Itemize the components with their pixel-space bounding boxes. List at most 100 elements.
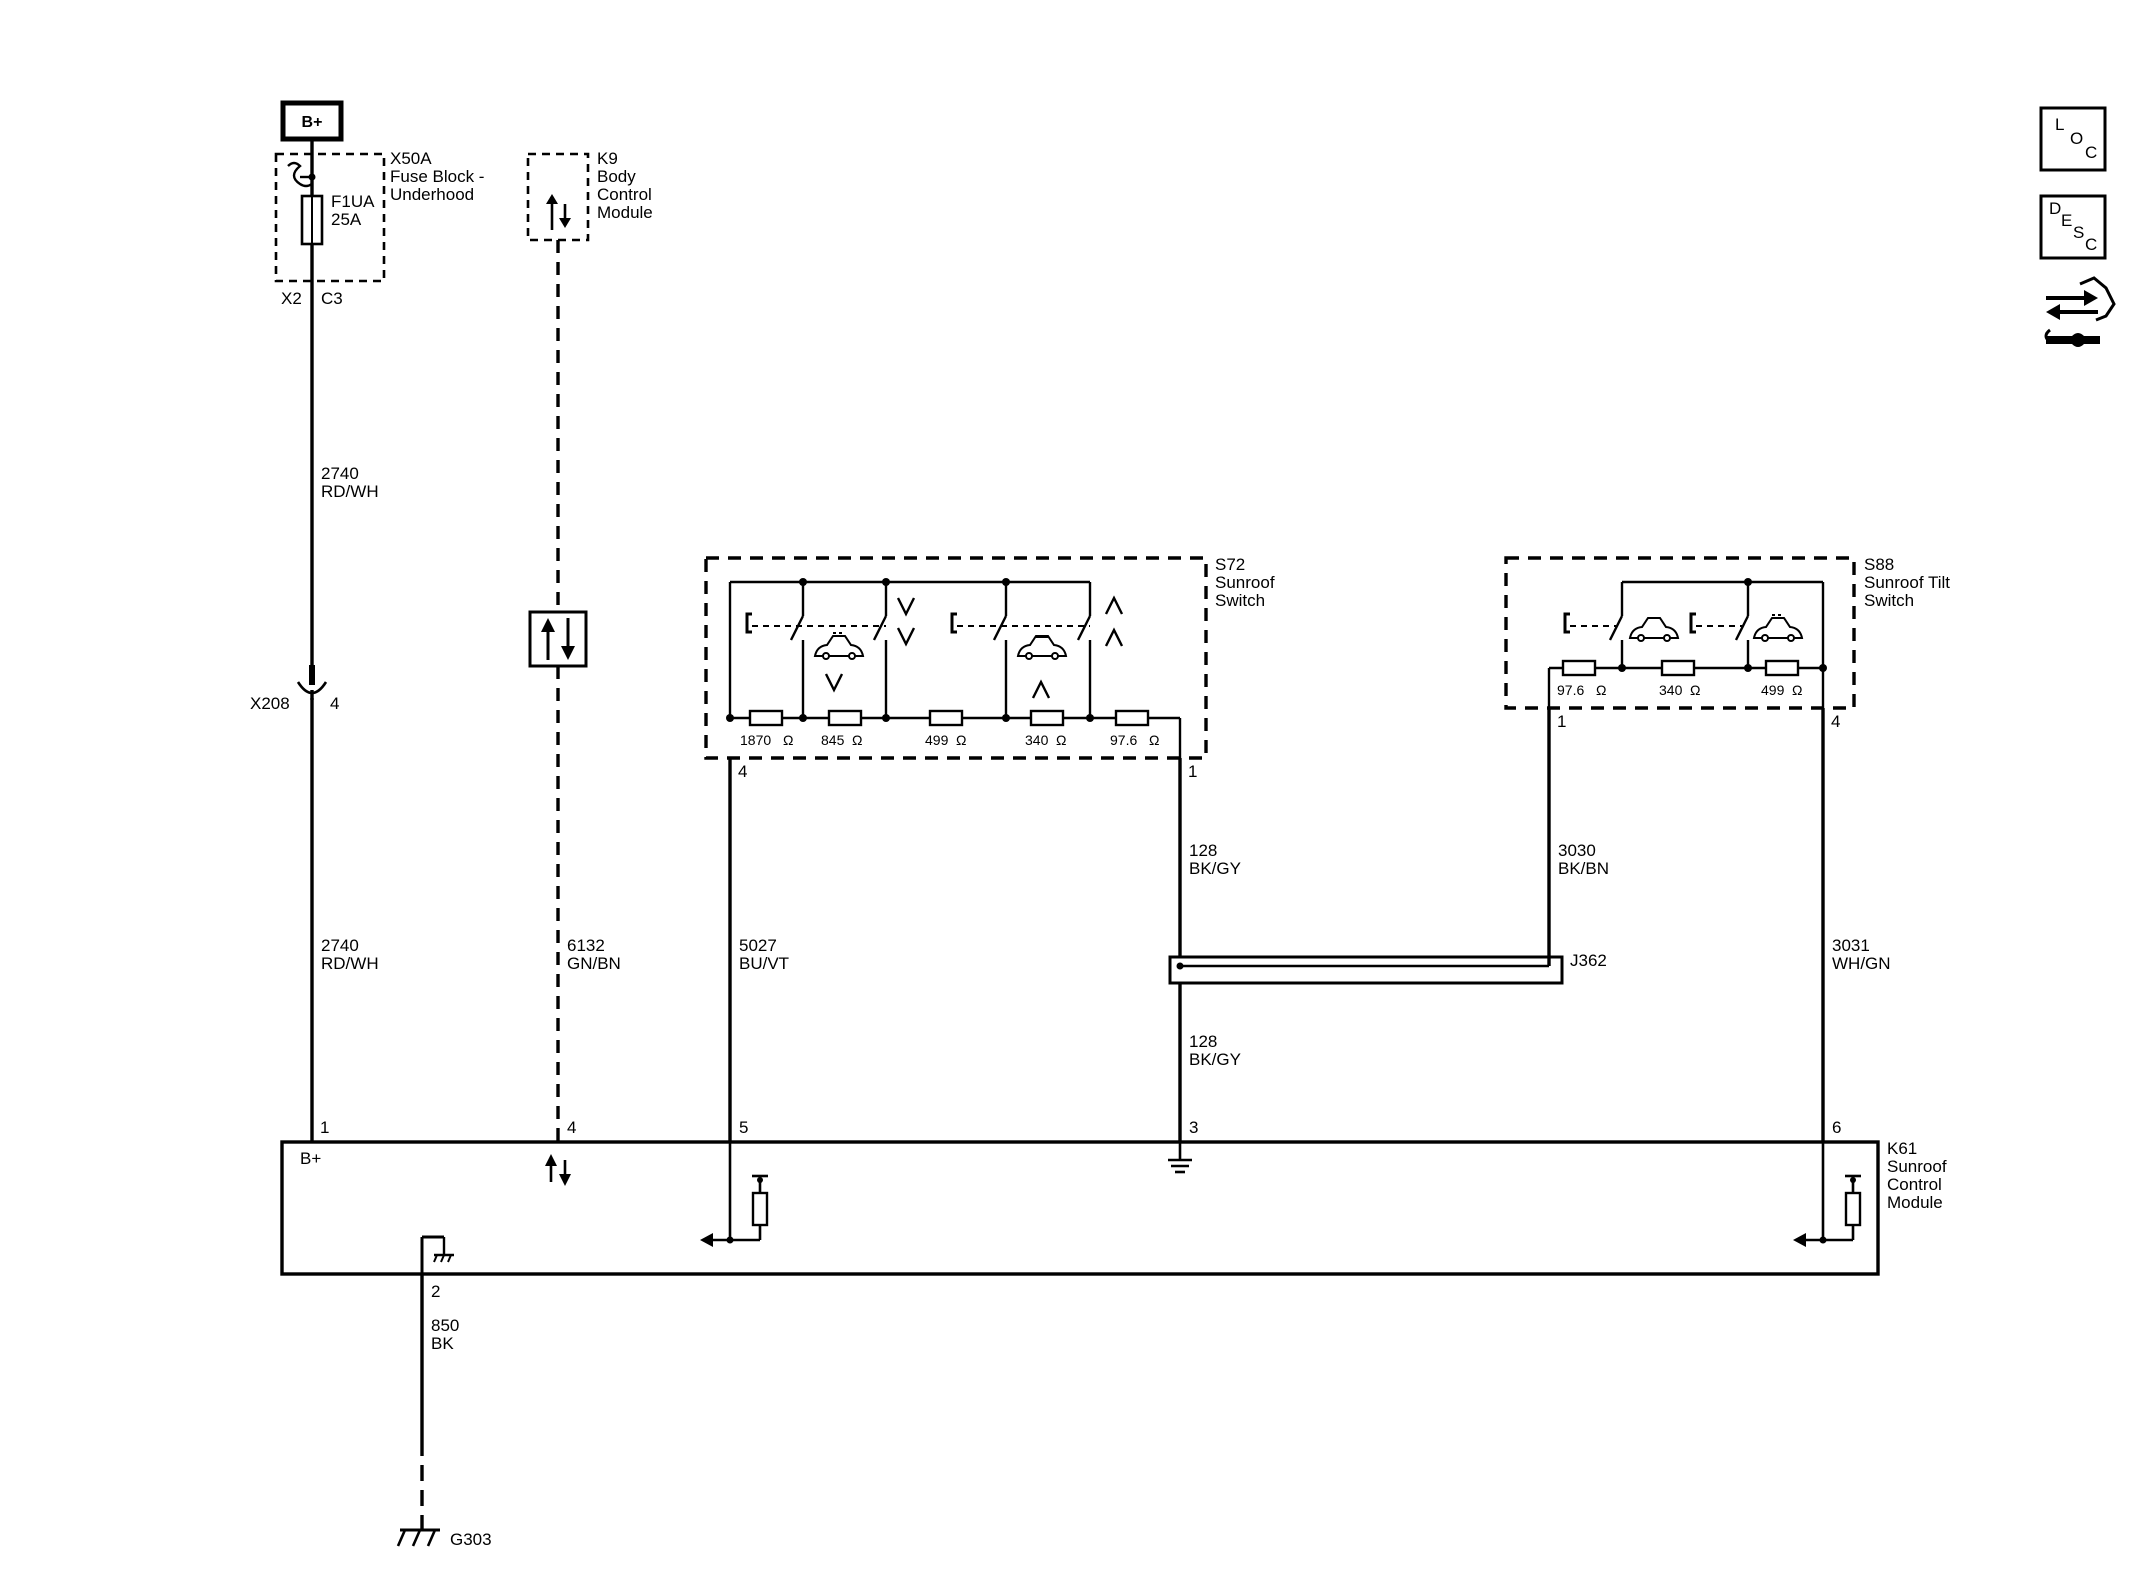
s88-r1-ohm: Ω xyxy=(1596,682,1606,698)
resistor xyxy=(1114,709,1150,727)
loc-letter-1: L xyxy=(2055,115,2064,134)
fuse-ref: F1UA xyxy=(331,192,375,211)
car-icon xyxy=(1016,635,1068,660)
location-icon[interactable]: L O C xyxy=(2039,106,2107,172)
wire-6132-color: GN/BN xyxy=(567,954,621,973)
wire-3030[interactable]: 3030 BK/BN xyxy=(1547,708,1609,966)
connector-repair-icon[interactable] xyxy=(2044,276,2116,347)
description-icon[interactable]: D E S C xyxy=(2039,194,2107,260)
resistor xyxy=(1029,709,1065,727)
s72-r5-value: 97.6 xyxy=(1110,732,1137,748)
wire-5027-circuit: 5027 xyxy=(739,936,777,955)
s72-r2-ohm: Ω xyxy=(852,732,862,748)
s72-name-2: Switch xyxy=(1215,591,1265,610)
wire-3031[interactable]: 3031 WH/GN xyxy=(1821,708,1891,1142)
desc-letter-2: E xyxy=(2061,211,2072,230)
serial-data-arrows-icon xyxy=(541,618,575,660)
wire-2740-lower[interactable]: 2740 RD/WH xyxy=(310,698,379,1142)
inline-connector-ref: X208 xyxy=(250,694,290,713)
s72-pin-right: 1 xyxy=(1188,762,1197,781)
wire-850[interactable]: 850 BK xyxy=(420,1274,459,1530)
bcm-name-2: Control xyxy=(597,185,652,204)
wire-2740-lower-color: RD/WH xyxy=(321,954,379,973)
s72-r2-value: 845 xyxy=(821,732,845,748)
fuse-block-x50a[interactable]: X50A Fuse Block - Underhood F1UA 25A X2 … xyxy=(274,141,484,308)
bcm-ref: K9 xyxy=(597,149,618,168)
s72-r3-ohm: Ω xyxy=(956,732,966,748)
wire-850-color: BK xyxy=(431,1334,454,1353)
resistor xyxy=(928,709,964,727)
inline-connector-x208[interactable]: X208 4 xyxy=(250,665,339,713)
resistor xyxy=(1660,659,1696,677)
wire-5027[interactable]: 5027 BU/VT xyxy=(728,758,789,1142)
wire-6132[interactable]: 6132 GN/BN xyxy=(528,240,621,1142)
fuse-block-ref: X50A xyxy=(390,149,432,168)
chassis-ground-icon xyxy=(396,1528,440,1547)
tilt-switch-s88[interactable]: S88 Sunroof Tilt Switch xyxy=(1504,555,1950,731)
s72-r1-value: 1870 xyxy=(740,732,771,748)
s88-r2-ohm: Ω xyxy=(1690,682,1700,698)
bidirectional-arrows-icon xyxy=(546,194,571,230)
loc-letter-2: O xyxy=(2070,129,2083,148)
s72-r1-ohm: Ω xyxy=(783,732,793,748)
s72-pin-left: 4 xyxy=(738,762,747,781)
chassis-ground-icon xyxy=(420,1235,454,1274)
sunroof-switch-s72[interactable]: S72 Sunroof Switch xyxy=(704,555,1275,781)
k61-name-1: Sunroof xyxy=(1887,1157,1947,1176)
desc-letter-1: D xyxy=(2049,199,2061,218)
s88-r3-value: 499 xyxy=(1761,682,1785,698)
wire-2740-lower-circuit: 2740 xyxy=(321,936,359,955)
wire-2740-upper[interactable]: 2740 RD/WH xyxy=(310,281,379,665)
k61-pin-6: 6 xyxy=(1832,1118,1841,1137)
fuse-block-name-2: Underhood xyxy=(390,185,474,204)
wire-128-upper-color: BK/GY xyxy=(1189,859,1241,878)
splice-j362[interactable]: J362 xyxy=(1168,951,1607,985)
wire-128-lower-color: BK/GY xyxy=(1189,1050,1241,1069)
s88-r3-ohm: Ω xyxy=(1792,682,1802,698)
k61-bplus-label: B+ xyxy=(300,1149,321,1168)
wire-3030-circuit: 3030 xyxy=(1558,841,1596,860)
loc-letter-3: C xyxy=(2085,143,2097,162)
wire-128-lower[interactable]: 128 BK/GY xyxy=(1178,983,1241,1142)
wire-2740-upper-color: RD/WH xyxy=(321,482,379,501)
k61-name-3: Module xyxy=(1887,1193,1943,1212)
s88-ref: S88 xyxy=(1864,555,1894,574)
desc-letter-3: S xyxy=(2073,223,2084,242)
s72-ref: S72 xyxy=(1215,555,1245,574)
s88-pin-left: 1 xyxy=(1557,712,1566,731)
s72-r4-ohm: Ω xyxy=(1056,732,1066,748)
ground-g303[interactable]: G303 xyxy=(396,1528,492,1549)
s72-r4-value: 340 xyxy=(1025,732,1049,748)
ground-icon xyxy=(1168,1142,1192,1174)
wire-128-upper[interactable]: 128 BK/GY xyxy=(1178,758,1241,957)
bcm-name-1: Body xyxy=(597,167,636,186)
s88-pin-right: 4 xyxy=(1831,712,1840,731)
bplus-label: B+ xyxy=(302,114,323,131)
sunroof-control-module-k61[interactable]: K61 Sunroof Control Module 1 4 5 3 6 2 B… xyxy=(280,1118,1947,1301)
bcm-k9[interactable]: K9 Body Control Module xyxy=(526,149,653,242)
s88-name-2: Switch xyxy=(1864,591,1914,610)
signal-input-circuit xyxy=(700,1142,769,1247)
desc-letter-4: C xyxy=(2085,235,2097,254)
k61-pin-1: 1 xyxy=(320,1118,329,1137)
wire-3031-color: WH/GN xyxy=(1832,954,1891,973)
k61-pin-5: 5 xyxy=(739,1118,748,1137)
k61-pin-4: 4 xyxy=(567,1118,576,1137)
s72-r3-value: 499 xyxy=(925,732,949,748)
bcm-name-3: Module xyxy=(597,203,653,222)
s88-r2-value: 340 xyxy=(1659,682,1683,698)
k61-pin-3: 3 xyxy=(1189,1118,1198,1137)
k61-pin-2: 2 xyxy=(431,1282,440,1301)
fuse-cavity: C3 xyxy=(321,289,343,308)
k61-ref: K61 xyxy=(1887,1139,1917,1158)
serial-data-arrows-icon xyxy=(545,1154,571,1186)
car-icon xyxy=(1752,614,1804,642)
s72-r5-ohm: Ω xyxy=(1149,732,1159,748)
splice-ref: J362 xyxy=(1570,951,1607,970)
s72-name-1: Sunroof xyxy=(1215,573,1275,592)
resistor xyxy=(1561,659,1597,677)
resistor xyxy=(1764,659,1800,677)
fuse-rating: 25A xyxy=(331,210,362,229)
fuse-connector: X2 xyxy=(281,289,302,308)
